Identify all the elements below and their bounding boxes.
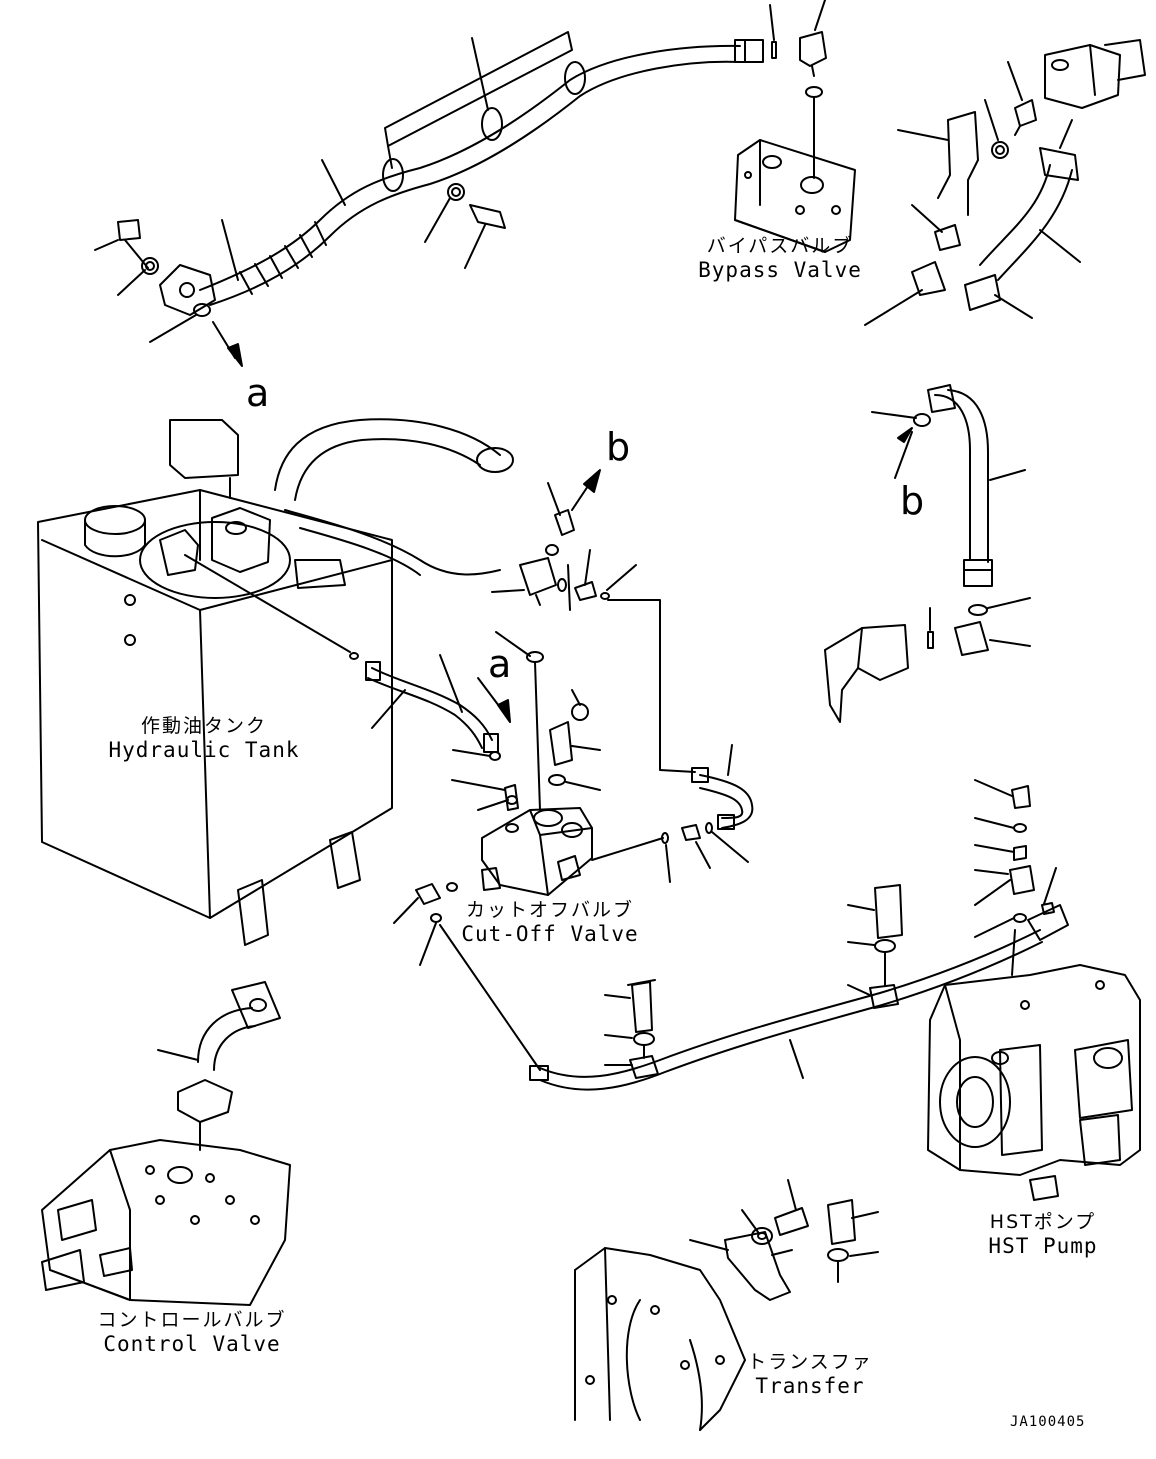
tank-to-cutoff-hose [365, 654, 499, 753]
bypass-valve-drawing [734, 86, 856, 253]
cutoff-to-hst-small-hose [591, 599, 754, 883]
top-hose-assembly [94, 0, 827, 367]
bypass-valve-label-jp: バイパスバルブ [706, 235, 854, 257]
marker-b-top: b [606, 425, 631, 469]
hst-pump-label-jp: HSTポンプ [989, 1211, 1097, 1233]
cut-off-valve-label-en: Cut-Off Valve [461, 921, 639, 946]
cut-off-valve-drawing [393, 469, 637, 966]
bypass-valve-label-en: Bypass Valve [698, 257, 862, 282]
transfer-label: トランスファ Transfer [740, 1351, 880, 1398]
hydraulic-tank-label: 作動油タンク Hydraulic Tank [104, 715, 304, 762]
hydraulic-tank-label-jp: 作動油タンク [140, 715, 267, 737]
bypass-valve-label: バイパスバルブ Bypass Valve [696, 235, 864, 282]
cut-off-valve-label: カットオフバルブ Cut-Off Valve [456, 899, 644, 946]
transfer-label-jp: トランスファ [747, 1351, 873, 1373]
control-valve-label-jp: コントロールバルブ [97, 1309, 287, 1331]
long-hose-to-hst [439, 779, 1069, 1091]
top-right-hose-assembly [864, 39, 1146, 326]
transfer-drawing [574, 1179, 879, 1431]
cut-off-valve-label-jp: カットオフバルブ [465, 899, 634, 921]
hydraulic-tank-drawing [37, 418, 514, 946]
control-valve-drawing [41, 981, 291, 1306]
control-valve-label-en: Control Valve [103, 1331, 281, 1356]
right-hose-b [824, 384, 1031, 723]
marker-a-top: a [246, 371, 270, 415]
hst-pump-label: HSTポンプ HST Pump [968, 1211, 1118, 1258]
marker-a-center: a [488, 642, 512, 686]
hst-pump-label-en: HST Pump [988, 1233, 1098, 1258]
transfer-label-en: Transfer [755, 1373, 865, 1398]
hst-pump-drawing [927, 929, 1141, 1201]
control-valve-label: コントロールバルブ Control Valve [92, 1309, 292, 1356]
drawing-code: JA100405 [1010, 1414, 1086, 1430]
marker-b-right: b [900, 479, 925, 523]
hydraulic-tank-label-en: Hydraulic Tank [108, 737, 300, 762]
